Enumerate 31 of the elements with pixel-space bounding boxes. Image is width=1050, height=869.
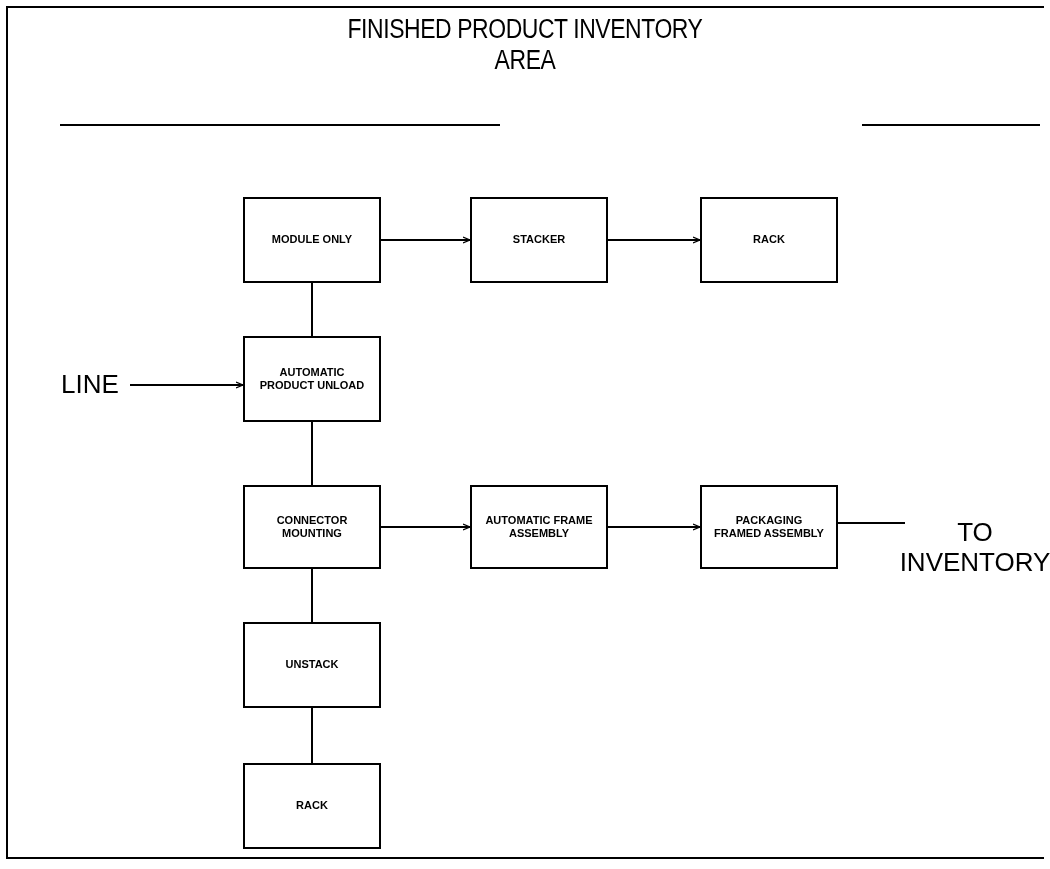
arrow: [607, 523, 701, 531]
process-box: [243, 622, 381, 708]
box-label: RACK: [752, 233, 786, 247]
connector-line: [311, 282, 313, 337]
process-box: [243, 197, 381, 283]
box-label: RACK: [295, 799, 329, 813]
flow-label: LINE: [61, 370, 119, 400]
box-label: CONNECTOR MOUNTING: [275, 513, 349, 541]
connector-line: [837, 522, 906, 524]
process-box: [700, 197, 838, 283]
box-label: AUTOMATIC PRODUCT UNLOAD: [258, 365, 366, 393]
arrow: [380, 236, 471, 244]
box-label: UNSTACK: [284, 658, 340, 672]
arrow: [129, 381, 244, 389]
process-box: [243, 763, 381, 849]
box-label: PACKAGING FRAMED ASSEMBLY: [713, 513, 825, 541]
process-box: [470, 485, 608, 569]
process-box: [243, 336, 381, 422]
flow-label: TO INVENTORY: [899, 517, 1050, 578]
process-box: [470, 197, 608, 283]
box-label: STACKER: [511, 233, 567, 247]
arrow: [380, 523, 471, 531]
connector-line: [311, 421, 313, 486]
box-label: MODULE ONLY: [270, 233, 354, 247]
process-box: [700, 485, 838, 569]
connector-line: [311, 568, 313, 623]
connector-line: [311, 707, 313, 764]
diagram-title: FINISHED PRODUCT INVENTORY AREA: [346, 14, 704, 76]
box-label: AUTOMATIC FRAME ASSEMBLY: [484, 513, 594, 541]
process-box: [243, 485, 381, 569]
arrow: [607, 236, 701, 244]
